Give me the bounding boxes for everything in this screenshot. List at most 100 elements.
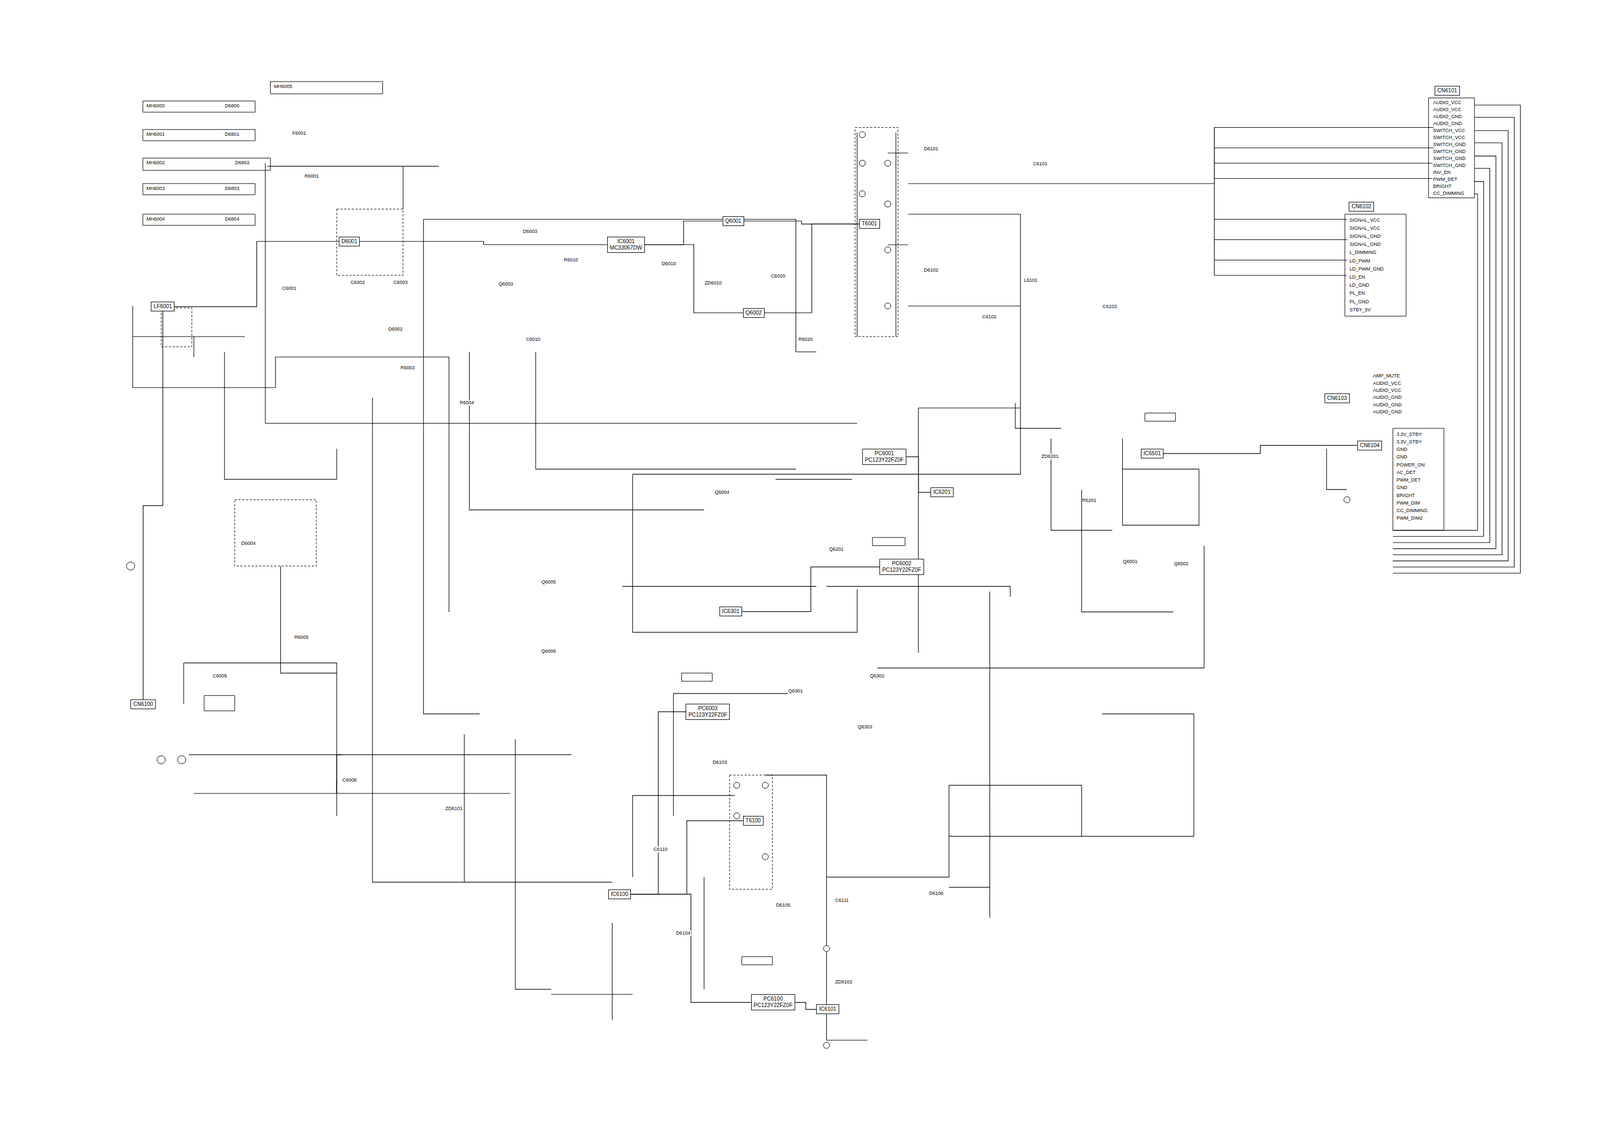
wire — [1051, 438, 1113, 531]
terminal-symbol — [157, 755, 166, 765]
part-label: AUDIO_GND — [1432, 120, 1463, 127]
node-text: IC6100 — [611, 891, 629, 898]
part-label: Q6302 — [869, 673, 885, 680]
part-label: MH6000 — [146, 103, 166, 109]
part-label: D6103 — [712, 759, 729, 766]
wire-connector — [906, 456, 931, 493]
part-label: LD_GND — [1348, 282, 1370, 289]
wire — [1213, 127, 1215, 275]
part-label: GND — [1395, 484, 1408, 491]
connector-box: CN6102 — [1348, 201, 1374, 212]
outline-box — [1144, 412, 1176, 421]
part-label: AMP_MUTE — [1372, 373, 1401, 380]
wire — [275, 357, 449, 613]
part-label: D6105 — [775, 902, 791, 909]
transformer-box: T6100 — [743, 816, 764, 826]
part-label: C6005 — [212, 673, 228, 680]
part-label: C6002 — [350, 279, 366, 286]
terminal-symbol — [859, 190, 865, 197]
part-label: D6800 — [224, 103, 240, 109]
part-label: C6102 — [981, 314, 998, 320]
wire — [948, 805, 990, 888]
transformer-box: T6001 — [859, 219, 880, 229]
wire — [775, 478, 853, 480]
part-label: GND — [1395, 454, 1408, 461]
outline-box — [681, 673, 713, 682]
part-label: Q6006 — [540, 648, 557, 655]
wire — [535, 351, 797, 469]
part-label: SIGNAL_VCC — [1348, 217, 1381, 224]
part-label: SIGNAL_GND — [1348, 233, 1381, 240]
outline-box — [872, 537, 906, 546]
part-label: C6103 — [1102, 303, 1118, 310]
wire — [877, 545, 1204, 668]
ic-box: IC6101 — [816, 1004, 839, 1015]
wire-connector — [630, 894, 752, 1003]
part-label: C6020 — [770, 273, 787, 280]
part-label: SWITCH_VCC — [1432, 134, 1466, 141]
part-label: 3.3V_STBY — [1395, 439, 1423, 446]
part-label: ZD6101 — [445, 805, 464, 812]
part-label: SWITCH_GND — [1432, 155, 1467, 162]
wire — [632, 402, 1021, 475]
part-label: Q6003 — [497, 281, 514, 288]
node-text: T6100 — [745, 817, 761, 825]
wire — [1392, 168, 1490, 543]
terminal-symbol — [884, 246, 891, 253]
part-label: Q6004 — [714, 489, 730, 496]
part-label: D6004 — [241, 540, 257, 547]
part-label: C6001 — [281, 285, 298, 292]
wire — [550, 994, 633, 995]
wire-connector — [174, 241, 339, 308]
part-label: SWITCH_GND — [1432, 141, 1467, 148]
wire — [193, 793, 511, 795]
wire — [1214, 219, 1348, 220]
terminal-symbol — [859, 131, 865, 138]
part-label: PWM_DIM — [1395, 500, 1421, 507]
wire — [1214, 162, 1435, 164]
transistor-box: Q6001 — [722, 216, 745, 227]
wire — [1326, 448, 1348, 490]
part-label: Q6201 — [828, 546, 845, 553]
node-text: IC6201 — [933, 489, 951, 496]
terminal-symbol — [823, 945, 830, 952]
part-label: Q6501 — [1122, 558, 1139, 565]
wire — [1214, 274, 1348, 276]
wire — [1214, 147, 1435, 149]
wire — [1392, 105, 1521, 574]
part-label: GND — [1395, 446, 1408, 453]
wire — [372, 397, 613, 883]
wire — [132, 306, 276, 388]
terminal-symbol — [884, 302, 891, 309]
part-label: INV_EN — [1432, 169, 1452, 176]
node-text: CN6102 — [1351, 203, 1372, 210]
part-label: D6804 — [224, 216, 240, 223]
wire-connector — [630, 820, 744, 895]
wire — [948, 714, 1194, 837]
part-label: LD_PWM — [1348, 258, 1371, 265]
ic-box: IC6001MC33067DW — [607, 236, 645, 253]
part-label: R6001 — [303, 173, 320, 180]
wire — [267, 165, 439, 167]
part-label: D6802 — [234, 160, 251, 166]
connector-box: CN6104 — [1357, 440, 1383, 451]
wire — [1392, 117, 1515, 567]
part-label: ZD6201 — [1041, 453, 1060, 460]
part-label: AUDIO_GND — [1372, 394, 1403, 401]
wire — [1015, 402, 1062, 428]
wire — [673, 693, 796, 817]
terminal-symbol — [733, 782, 740, 789]
node-text: LF6001 — [153, 303, 172, 310]
wire — [183, 663, 337, 794]
wire — [280, 565, 338, 673]
part-label: D6003 — [522, 228, 538, 235]
outline-box — [729, 775, 773, 890]
node-text: IC6101 — [818, 1006, 836, 1013]
node-text: PC123Y22FZ0F — [688, 711, 727, 719]
filter-box: LF6001 — [150, 301, 175, 312]
node-text: Q6001 — [725, 217, 742, 225]
part-label: R6004 — [459, 400, 475, 406]
node-text: CN6103 — [1327, 395, 1348, 402]
wire — [895, 132, 897, 337]
part-label: MH6003 — [146, 185, 166, 192]
